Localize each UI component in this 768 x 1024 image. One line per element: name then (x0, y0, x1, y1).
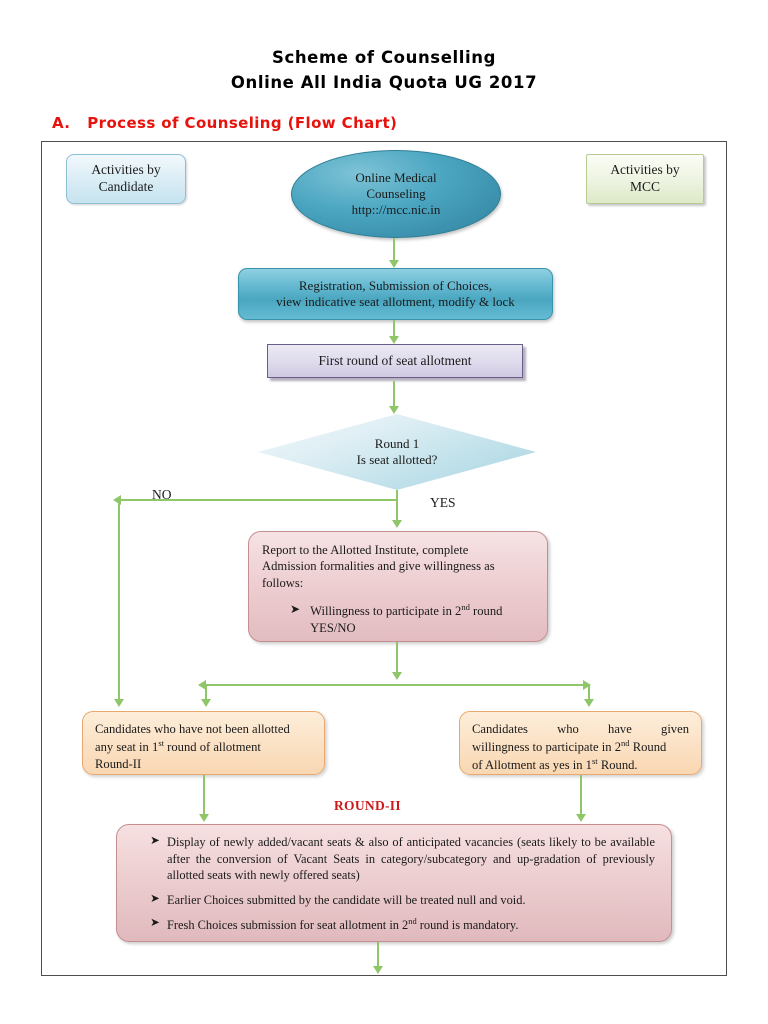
document-title-line-1: Scheme of Counselling (271, 48, 497, 67)
connector-report-down (396, 642, 398, 675)
registration-line-1: Registration, Submission of Choices, (298, 277, 493, 293)
connector-registration-to-first-round (393, 320, 395, 337)
arrowhead-registration-to-first-round (389, 336, 399, 344)
node-online-medical-counseling: Online Medical Counseling http:://mcc.ni… (291, 150, 501, 238)
legend-candidate-line-2: Candidate (98, 179, 154, 194)
report-bullet-text-b: round (469, 604, 503, 619)
right-orange-line-2-sup: nd (621, 737, 630, 748)
document-title-line-2: Online All India Quota UG 2017 (230, 73, 538, 92)
left-orange-line-2-sup: st (158, 737, 165, 748)
legend-activities-by-mcc: Activities by MCC (586, 154, 704, 204)
node-round-2-details: ➤ Display of newly added/vacant seats & … (116, 824, 672, 942)
connector-split-left-drop (205, 684, 207, 700)
arrowhead-split-left (198, 680, 206, 690)
round-2-label: ROUND-II (334, 798, 401, 813)
node-first-round-of-seat-allotment: First round of seat allotment (267, 344, 523, 378)
round2-list-item-1: ➤ Display of newly added/vacant seats & … (143, 834, 655, 884)
connector-no-horizontal (120, 499, 397, 501)
right-orange-line-2a: willingness to participate in 2 (472, 739, 621, 754)
left-orange-line-2a: any seat in 1 (95, 739, 159, 754)
start-line-2: Counseling (366, 185, 426, 201)
arrowhead-right-orange-down (576, 814, 586, 822)
connector-split-right-drop (588, 684, 590, 700)
arrowhead-report-to-split (392, 672, 402, 680)
edge-label-no: NO (152, 487, 172, 502)
node-candidates-not-allotted: Candidates who have not been allotted an… (82, 711, 325, 775)
round2-item-3-text-a: Fresh Choices submission for seat allotm… (167, 918, 409, 933)
bullet-arrow-icon: ➤ (150, 892, 160, 905)
connector-decision-stub (396, 490, 398, 500)
connector-right-orange-down (580, 775, 582, 815)
report-line-2: Admission formalities and give willingne… (262, 559, 495, 574)
arrowhead-left-orange-down (199, 814, 209, 822)
bullet-arrow-icon: ➤ (290, 602, 301, 617)
arrowhead-split-right-drop (584, 699, 594, 707)
node-registration-submission: Registration, Submission of Choices, vie… (238, 268, 553, 320)
round2-item-3-text-b: round is mandatory. (416, 918, 519, 933)
arrowhead-start-to-registration (389, 260, 399, 268)
report-line-3: follows: (262, 575, 304, 590)
arrowhead-split-right (583, 680, 591, 690)
arrowhead-yes-to-report (392, 520, 402, 528)
arrowhead-no-to-left-orange (114, 699, 124, 707)
round2-list-item-2: ➤ Earlier Choices submitted by the candi… (143, 892, 655, 909)
report-bullet-sup: nd (461, 602, 470, 613)
connector-start-to-registration (393, 238, 395, 261)
round2-list-item-3: ➤ Fresh Choices submission for seat allo… (143, 916, 655, 934)
report-line-1: Report to the Allotted Institute, comple… (262, 543, 469, 557)
edge-label-yes: YES (430, 495, 456, 510)
left-orange-line-1: Candidates who have not been allotted (95, 722, 290, 736)
bullet-arrow-icon: ➤ (150, 917, 160, 929)
connector-left-orange-down (203, 775, 205, 815)
right-orange-line-3-sup: st (591, 755, 598, 766)
registration-line-2: view indicative seat allotment, modify &… (276, 294, 515, 309)
arrowhead-first-round-to-decision (389, 406, 399, 414)
left-orange-line-2b: round of allotment (164, 739, 261, 754)
right-orange-line-2b: Round (629, 739, 667, 754)
connector-bottom-out (377, 942, 379, 968)
connector-no-vertical (118, 499, 120, 699)
start-line-1: Online Medical (355, 169, 437, 185)
start-url: http:://mcc.nic.in (351, 202, 441, 218)
report-bullet-text-a: Willingness to participate in 2 (310, 604, 462, 619)
legend-activities-by-candidate: Activities by Candidate (66, 154, 186, 204)
node-report-to-allotted-institute: Report to the Allotted Institute, comple… (248, 531, 548, 642)
node-decision-round-1-seat-allotted: Round 1 Is seat allotted? (258, 414, 538, 492)
first-round-label: First round of seat allotment (318, 352, 472, 368)
decision-line-1: Round 1 (374, 435, 420, 451)
arrowhead-no-left (113, 495, 121, 505)
arrowhead-bottom-out (373, 966, 383, 974)
section-heading: A. Process of Counseling (Flow Chart) (52, 114, 398, 132)
round2-item-1-text: Display of newly added/vacant seats & al… (167, 835, 655, 882)
legend-mcc-line-1: Activities by (610, 162, 680, 178)
decision-line-2: Is seat allotted? (356, 452, 438, 467)
left-orange-line-3: Round-II (95, 756, 142, 771)
right-orange-line-3a: of Allotment as yes in 1 (472, 757, 592, 772)
right-orange-line-3b: Round. (597, 757, 638, 772)
connector-first-round-to-decision (393, 381, 395, 408)
bullet-arrow-icon: ➤ (150, 835, 160, 847)
legend-mcc-line-2: MCC (629, 179, 660, 194)
connector-split-horizontal (205, 684, 589, 686)
report-bullet-yesno: YES/NO (310, 620, 356, 635)
connector-yes-vertical (396, 499, 398, 521)
round2-item-2-text: Earlier Choices submitted by the candida… (167, 892, 526, 907)
round2-item-3-sup: nd (408, 916, 417, 926)
arrowhead-split-left-drop (201, 699, 211, 707)
legend-candidate-line-1: Activities by (91, 162, 161, 178)
